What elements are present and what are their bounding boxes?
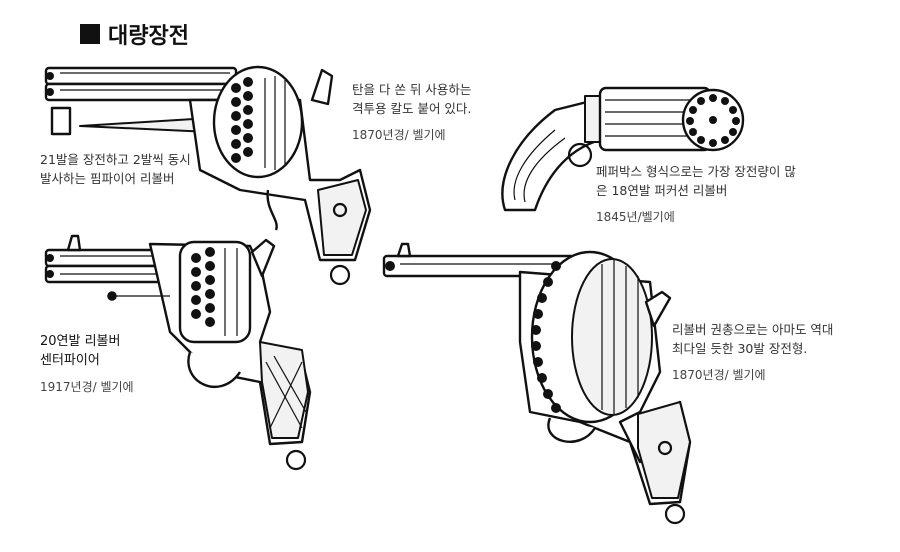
caption-date: 1917년경/ 벨기에 bbox=[40, 380, 134, 394]
caption-line: 리볼버 권총으로는 아마도 역대 bbox=[672, 322, 834, 337]
caption-line: 은 18연발 퍼커션 리볼버 bbox=[596, 183, 728, 198]
square-bullet-icon bbox=[80, 24, 100, 44]
page-title-text: 대량장전 bbox=[108, 24, 189, 49]
caption-line: 발사하는 핌파이어 리볼버 bbox=[40, 171, 175, 186]
caption-date: 1845년/벨기에 bbox=[596, 210, 675, 224]
caption-line: 최다일 듯한 30발 장전형. bbox=[672, 341, 808, 356]
caption-line: 페퍼박스 형식으로는 가장 장전량이 많 bbox=[596, 164, 796, 179]
caption-date: 1870년경/ 벨기에 bbox=[672, 368, 766, 382]
caption-line: 20연발 리볼버 bbox=[40, 334, 121, 349]
pepperbox-revolver-illustration bbox=[501, 86, 745, 212]
cylinder-chambers bbox=[531, 261, 561, 413]
cylinder-chambers bbox=[231, 77, 253, 163]
caption-pinfire: 21발을 장전하고 2발씩 동시 발사하는 핌파이어 리볼버 bbox=[40, 150, 191, 188]
caption-centerfire: 20연발 리볼버 센터파이어 1917년경/ 벨기에 bbox=[40, 332, 134, 397]
caption-line: 21발을 장전하고 2발씩 동시 bbox=[40, 152, 191, 167]
pinfire-revolver-illustration bbox=[44, 65, 372, 286]
barrel-muzzles bbox=[686, 94, 740, 147]
caption-line: 격투용 칼도 붙어 있다. bbox=[352, 101, 472, 116]
caption-date: 1870년경/ 벨기에 bbox=[352, 128, 446, 142]
caption-line: 탄을 다 쏜 뒤 사용하는 bbox=[352, 82, 472, 97]
caption-pepperbox: 페퍼박스 형식으로는 가장 장전량이 많 은 18연발 퍼커션 리볼버 1845… bbox=[596, 162, 796, 227]
page-title: 대량장전 bbox=[80, 18, 189, 50]
large-cylinder-revolver-illustration bbox=[382, 242, 692, 525]
caption-largest: 리볼버 권총으로는 아마도 역대 최다일 듯한 30발 장전형. 1870년경/… bbox=[672, 320, 833, 385]
caption-line: 센터파이어 bbox=[40, 353, 100, 368]
centerfire-revolver-illustration bbox=[44, 234, 312, 471]
cylinder-chambers bbox=[191, 247, 215, 327]
caption-knife: 탄을 다 쏜 뒤 사용하는 격투용 칼도 붙어 있다. 1870년경/ 벨기에 bbox=[352, 80, 471, 145]
